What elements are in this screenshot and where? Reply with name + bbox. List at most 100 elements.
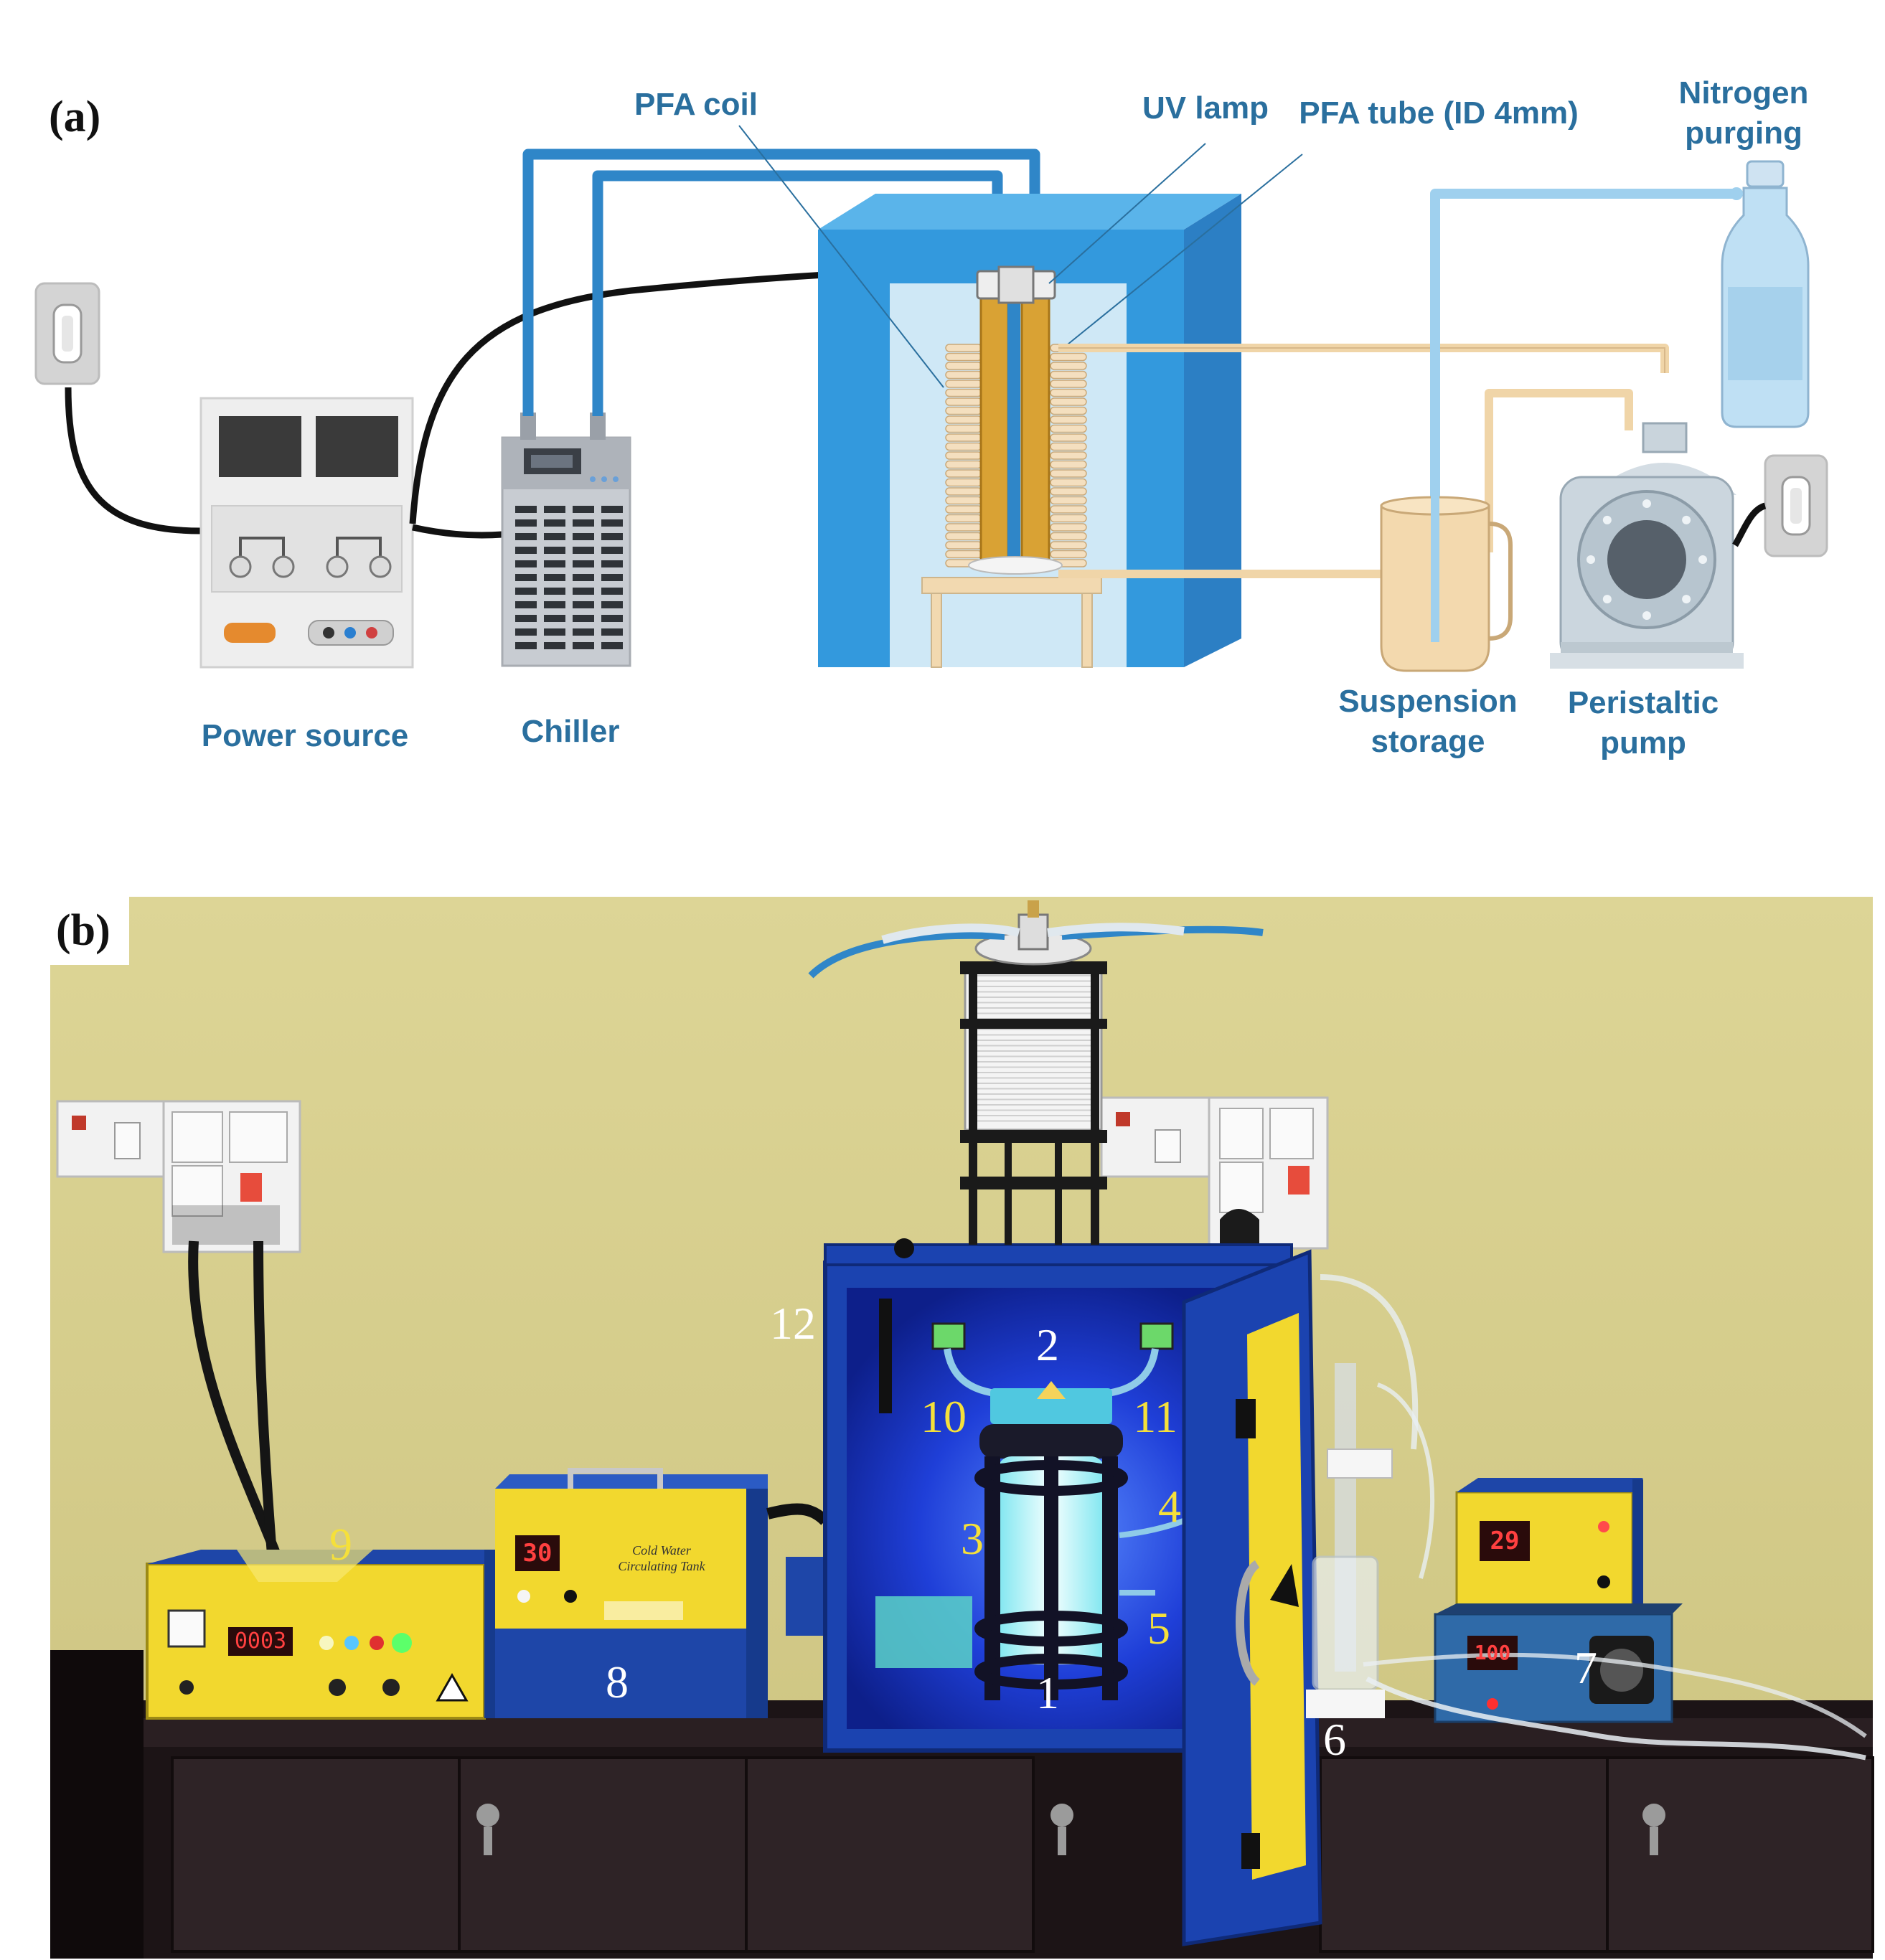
coil-turn [945,370,982,380]
chiller-vent [515,642,537,649]
controller-display: 29 [1490,1527,1520,1555]
coil-turn [1050,362,1087,370]
pump-bolt [1602,595,1612,604]
coil-turn [945,406,982,415]
chiller-vent [573,547,594,554]
coil-turn [1050,415,1087,424]
pump-bolt [1602,515,1612,524]
pump-display: 100 [1474,1641,1511,1664]
chiller-vent [573,533,594,540]
coil-turn [945,496,982,505]
coil-turn [945,451,982,460]
chiller-vent [573,588,594,595]
label-nitrogen-purging: Nitrogen purging [1678,75,1809,151]
callout-7: 7 [1574,1642,1597,1693]
panel-a-schematic [34,125,1828,672]
coil-turn [1050,380,1087,388]
coil-turn [1050,550,1087,559]
coil-turn [945,433,982,442]
reactor-stand-icon [921,577,1102,668]
coil-turn [945,388,982,397]
suspension-storage-icon [1380,495,1513,672]
chiller-vent [544,519,565,527]
chiller-vent [515,547,537,554]
chiller-display: 30 [522,1539,553,1568]
callout-10: 10 [921,1391,967,1442]
coil-turn [945,505,982,514]
coil-turn [945,469,982,478]
power-cable [65,387,202,534]
pointer-pfa-coil [738,125,944,388]
peristaltic-pump-icon [1550,422,1744,669]
chiller-vent [601,628,623,636]
chiller-vent [515,615,537,622]
chiller-vent [544,628,565,636]
nitrogen-tube [1430,189,1736,639]
uv-lamp-icon [968,265,1063,575]
wall-switch-right-icon [1764,454,1828,557]
coil-turn [945,541,982,550]
coil-turn [1050,424,1087,433]
chiller-vent [544,560,565,567]
chiller-vent [515,506,537,513]
pump-bolt [1698,555,1707,564]
coil-turn [1050,442,1087,451]
label-chiller: Chiller [521,714,620,749]
coil-turn [945,514,982,523]
pump-bolt [1642,611,1651,620]
device-power-supply [146,1550,495,1720]
callout-2: 2 [1036,1319,1059,1370]
coil-turn [1050,523,1087,532]
chiller-vent [515,588,537,595]
chiller-vent [544,547,565,554]
chiller-vent [573,601,594,608]
chiller-vent [544,601,565,608]
callout-6: 6 [1323,1714,1346,1765]
chiller-vent [544,615,565,622]
device-cabinet-door [1182,1249,1322,1946]
chiller-vent [515,519,537,527]
pump-bolt [1586,555,1595,564]
coil-turn [1050,469,1087,478]
chiller-vent [601,560,623,567]
chiller-vent [601,601,623,608]
pump-bolt [1682,515,1691,524]
device-peristaltic-pump [1363,1603,1867,1761]
chiller-vent [601,533,623,540]
panel-b-tag: (b) [56,906,111,955]
coil-turn [1050,505,1087,514]
chiller-vent [544,506,565,513]
power-source-icon [199,397,414,669]
wall-switch-left-icon [34,282,100,385]
chiller-vent [573,615,594,622]
label-uv-lamp: UV lamp [1142,90,1269,126]
device-coil-tower [808,900,1264,1245]
chiller-vent [601,588,623,595]
coil-turn [1050,514,1087,523]
callout-5: 5 [1147,1603,1170,1654]
label-pfa-tube: PFA tube (ID 4mm) [1299,95,1579,131]
chiller-vent [515,560,537,567]
callout-1: 1 [1036,1667,1059,1718]
coil-turn [945,352,982,362]
device-suspension-vessel [1306,1274,1435,1718]
chiller-vent [544,588,565,595]
coil-turn [1050,433,1087,442]
coil-turn [1050,496,1087,505]
chiller-vent [573,574,594,581]
chiller-vent [515,533,537,540]
chiller-vent [601,519,623,527]
power-supply-display: 0003 [234,1629,287,1654]
wall-socket-left [56,1100,301,1253]
chiller-vent [515,601,537,608]
coil-turn [945,344,982,352]
callout-4: 4 [1158,1481,1181,1532]
coil-turn [945,424,982,433]
pointer-uv-lamp [1048,143,1206,284]
panel-a-tag: (a) [49,93,101,141]
chiller-vent [601,574,623,581]
coil-turn [1050,541,1087,550]
pump-cable [1732,502,1767,547]
chiller-vent [601,547,623,554]
coil-turn [1050,397,1087,406]
